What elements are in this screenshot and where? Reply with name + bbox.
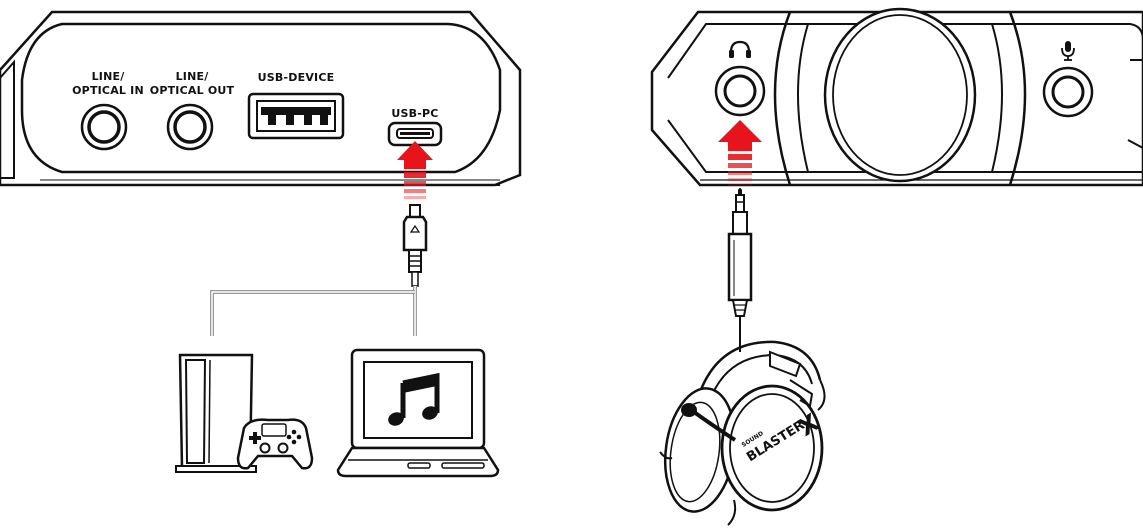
microphone-icon xyxy=(1061,41,1075,61)
headphone-icon xyxy=(729,40,751,58)
optical-out-label-line1: LINE/ xyxy=(176,70,210,83)
micro-usb-cable xyxy=(210,204,428,336)
gamepad-icon xyxy=(236,418,314,470)
headphone-arrow xyxy=(718,120,762,186)
usb-pc-arrow xyxy=(397,141,433,199)
audio-plug-cable xyxy=(727,188,753,352)
optical-in-port: LINE/ OPTICAL IN xyxy=(72,70,144,151)
optical-out-label-line2: OPTICAL OUT xyxy=(150,84,235,97)
rear-panel: LINE/ OPTICAL IN LINE/ OPTICAL OUT USB-D… xyxy=(0,10,522,187)
usb-pc-label: USB-PC xyxy=(391,107,438,120)
optical-in-label-line2: OPTICAL IN xyxy=(72,84,144,97)
game-console-icon xyxy=(175,353,257,473)
usb-device-label: USB-DEVICE xyxy=(258,71,335,84)
volume-knob xyxy=(773,7,1027,186)
front-panel xyxy=(650,7,1143,187)
optical-out-port: LINE/ OPTICAL OUT xyxy=(150,70,235,151)
headphone-jack xyxy=(714,40,766,117)
laptop-icon xyxy=(336,348,500,478)
music-note-icon xyxy=(388,372,440,426)
headset-icon: SOUND BLASTER X xyxy=(659,340,826,526)
microphone-jack xyxy=(1042,41,1094,118)
usb-device-port: USB-DEVICE xyxy=(247,71,345,140)
optical-in-label-line1: LINE/ xyxy=(92,70,126,83)
